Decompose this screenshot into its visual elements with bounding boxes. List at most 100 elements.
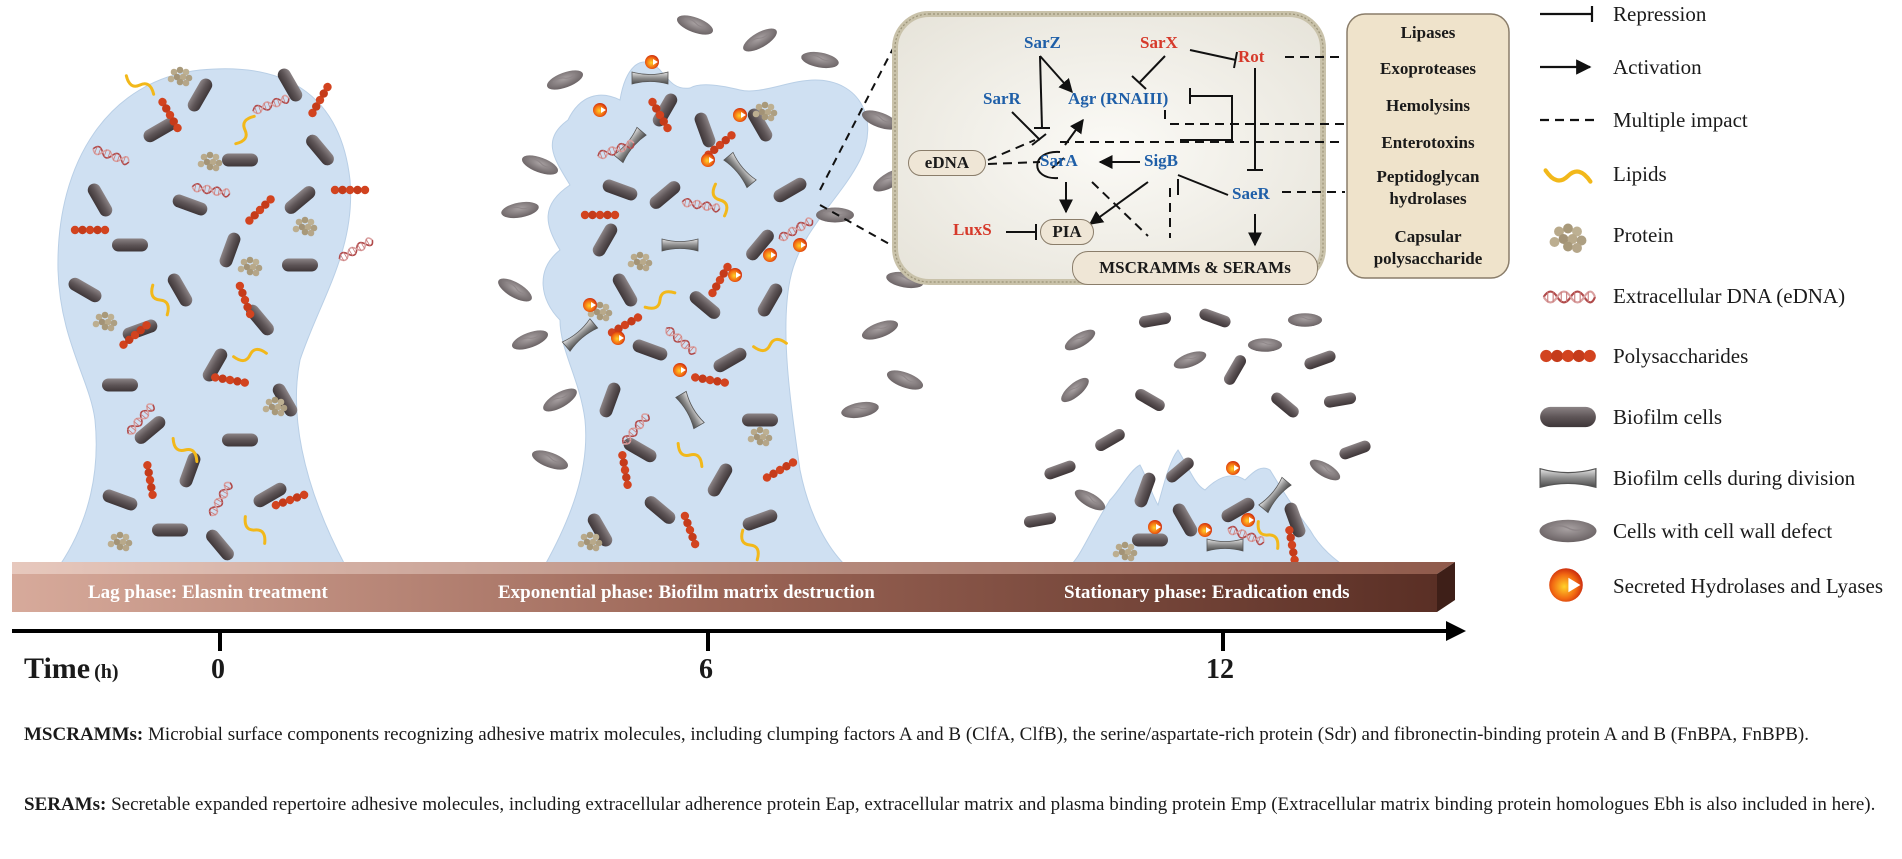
- time-axis-label: Time (h): [24, 652, 119, 686]
- released-cell: [1306, 455, 1344, 485]
- biofilm-element: [701, 153, 715, 167]
- timeline-bar: [12, 562, 1455, 612]
- biofilm-element: [282, 258, 318, 272]
- node-mscramms-serams: MSCRAMMs & SERAMs: [1072, 251, 1318, 285]
- node-pia: PIA: [1040, 219, 1094, 245]
- biofilm-element: [1198, 523, 1212, 537]
- biofilm-element: [580, 210, 620, 220]
- released-cell: [674, 10, 716, 40]
- legend-hydrolases: Secreted Hydrolases and Lyases: [1613, 574, 1883, 598]
- time-axis-unit: (h): [94, 661, 119, 683]
- note-serams-term: SERAMs:: [24, 794, 107, 815]
- released-cell: [1171, 347, 1209, 373]
- legend-edna: Extracellular DNA (eDNA): [1613, 284, 1846, 308]
- legend-icons: [1538, 6, 1598, 602]
- effect-item: Exoproteases: [1379, 59, 1476, 78]
- gene-rot: Rot: [1238, 47, 1265, 66]
- note-serams-text: Secretable expanded repertoire adhesive …: [111, 794, 1876, 815]
- released-cell: [1197, 306, 1233, 330]
- released-cell: [494, 273, 536, 307]
- gene-sigb: SigB: [1144, 151, 1179, 170]
- released-cell: [1042, 458, 1078, 482]
- biofilm-element: [733, 108, 747, 122]
- released-cell: [1023, 511, 1057, 529]
- released-cell: [1221, 353, 1249, 387]
- regulatory-edges: [1006, 49, 1263, 247]
- released-cell: [1323, 391, 1357, 409]
- released-cell: [529, 445, 571, 475]
- legend-repression: Repression: [1613, 2, 1707, 26]
- biofilm-element: [583, 298, 597, 312]
- released-cell: [739, 23, 781, 57]
- biofilm-lag-phase: [57, 68, 352, 566]
- gene-sarr: SarR: [983, 89, 1021, 108]
- biofilm-element: [793, 238, 807, 252]
- released-cell: [799, 48, 841, 72]
- released-cell: [859, 315, 901, 345]
- effect-item: Lipases: [1400, 23, 1456, 42]
- biofilm-element: [742, 413, 778, 427]
- legend-activation: Activation: [1613, 55, 1702, 79]
- biofilm-element: [330, 185, 370, 195]
- time-axis-arrowhead: [1446, 621, 1466, 641]
- biofilm-element: [611, 331, 625, 345]
- released-cell: [884, 365, 926, 395]
- biofilm-element: [645, 55, 659, 69]
- phase-label-stationary: Stationary phase: Eradication ends: [1064, 582, 1350, 603]
- released-cell: [1287, 312, 1323, 328]
- biofilm-element: [222, 433, 258, 447]
- gene-sarz: SarZ: [1024, 33, 1061, 52]
- biofilm-stationary-phase: [1063, 449, 1352, 571]
- biofilm-element: [1132, 533, 1168, 547]
- gene-sara: SarA: [1040, 151, 1078, 170]
- legend-protein: Protein: [1613, 223, 1674, 247]
- released-cell: [544, 65, 586, 95]
- time-axis-title: Time: [24, 652, 91, 685]
- biofilm-element: [1241, 513, 1255, 527]
- node-edna: eDNA: [908, 150, 986, 176]
- biofilm-element: [70, 225, 110, 235]
- released-cell: [499, 198, 541, 222]
- legend-lipids: Lipids: [1613, 162, 1667, 186]
- effect-item: Peptidoglycan hydrolases: [1376, 167, 1480, 208]
- biofilm-element: [763, 248, 777, 262]
- released-cell: [1057, 373, 1093, 407]
- released-cell: [1093, 426, 1127, 454]
- note-mscramms-term: MSCRAMMs:: [24, 724, 144, 745]
- biofilm-element: [222, 153, 258, 167]
- note-mscramms-text: Microbial surface components recognizing…: [148, 724, 1809, 745]
- biofilm-element: [1226, 461, 1240, 475]
- gene-luxs: LuxS: [953, 220, 992, 239]
- tick-label-0: 0: [211, 654, 225, 685]
- biofilm-element: [102, 378, 138, 392]
- legend-multiple-impact: Multiple impact: [1613, 108, 1748, 132]
- legend-polysaccharides: Polysaccharides: [1613, 344, 1749, 368]
- released-cell: [839, 398, 881, 422]
- legend-dividing-cells: Biofilm cells during division: [1613, 466, 1856, 490]
- released-cell: [539, 383, 581, 417]
- effects-box: [1346, 13, 1510, 279]
- biofilm-element: [112, 238, 148, 252]
- released-cell: [1133, 386, 1167, 414]
- effect-item: Hemolysins: [1385, 96, 1471, 115]
- biofilm-element: [1148, 520, 1162, 534]
- effect-item: Capsular polysaccharide: [1373, 227, 1483, 268]
- effect-item: Enterotoxins: [1381, 133, 1475, 152]
- phase-label-exponential: Exponential phase: Biofilm matrix destru…: [498, 582, 875, 603]
- legend-defect-cells: Cells with cell wall defect: [1613, 519, 1833, 543]
- gene-saer: SaeR: [1232, 184, 1270, 203]
- released-cell: [1138, 311, 1172, 329]
- biofilm-element: [728, 268, 742, 282]
- multiple-impact-edges: [987, 56, 1345, 238]
- released-cell: [1268, 390, 1302, 420]
- tick-label-6: 6: [699, 654, 713, 685]
- biofilm-element: [152, 523, 188, 537]
- released-cell: [1337, 438, 1373, 462]
- released-cell: [509, 325, 551, 355]
- biofilm-element: [673, 363, 687, 377]
- released-cell: [1061, 325, 1099, 355]
- biofilm-element: [593, 103, 607, 117]
- note-serams: SERAMs: Secretable expanded repertoire a…: [24, 791, 1886, 819]
